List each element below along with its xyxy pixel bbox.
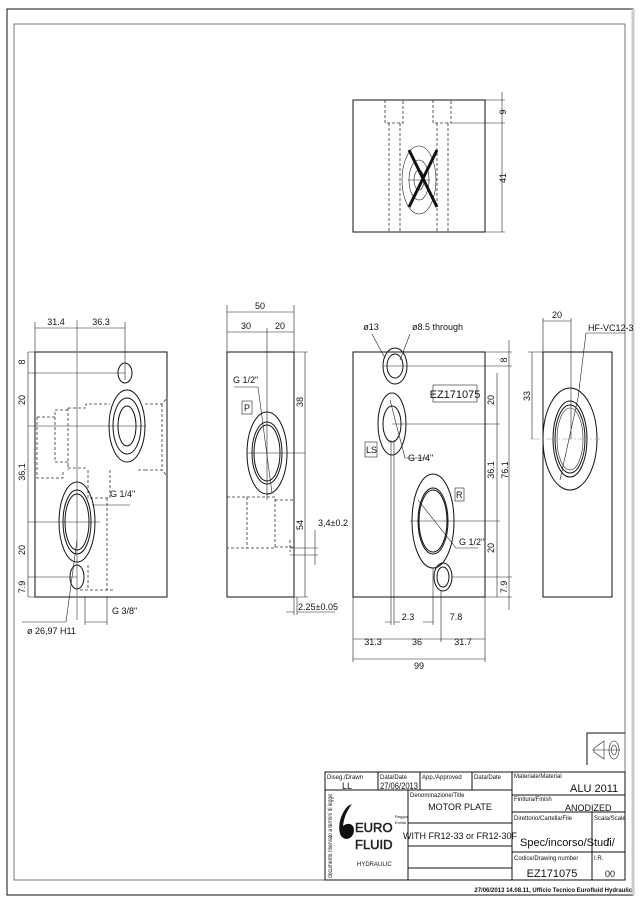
dim-7-9: 7.9	[499, 581, 509, 594]
label-diameter-8-5: ø8.5 through	[412, 322, 463, 332]
title-label: Denominazione/Title	[410, 793, 465, 799]
eurofluid-logo: EURO FLUID HYDRAULIC Reggio Emilia	[339, 804, 408, 868]
label-diameter-13: ø13	[363, 322, 379, 332]
top-view: 9 41	[352, 92, 508, 233]
projection-symbol-icon	[586, 732, 625, 765]
dim-30: 30	[241, 321, 251, 331]
front-view: EZ171075 ø13 ø8.5 through LS G 1/4" R G …	[352, 322, 512, 671]
dim-36-1: 36.1	[17, 463, 27, 481]
dim-2-25: 2.25±0.05	[298, 602, 338, 612]
dim-41: 41	[498, 173, 508, 183]
dim-50: 50	[255, 301, 265, 311]
date2-label: Data/Date	[474, 775, 502, 781]
dim-54: 54	[295, 520, 305, 530]
port-r-label: R	[456, 490, 463, 500]
drawn-label: Diseg./Drawn	[327, 775, 363, 781]
code-value: EZ171075	[527, 868, 578, 880]
logo-text-euro: EURO	[355, 820, 393, 835]
label-g-1-2: G 1/2"	[459, 537, 484, 547]
dim-7-9: 7.9	[17, 581, 27, 594]
date-label: Data/Date	[380, 775, 408, 781]
title-block: Diseg./Drawn LL Data/Date 27/06/2013 App…	[324, 771, 626, 881]
port-p-label: P	[244, 403, 250, 413]
dim-8: 8	[499, 357, 509, 362]
outer-frame	[6, 8, 634, 896]
port-ls-label: LS	[366, 445, 377, 455]
part-code-label: EZ171075	[430, 389, 481, 401]
approved-label: App./Approved	[422, 775, 462, 781]
dim-31-7: 31.7	[454, 637, 472, 647]
footer-timestamp: 27/06/2013 14.08.11, Ufficio Tecnico Eur…	[474, 888, 632, 894]
dim-20: 20	[486, 395, 496, 405]
date-value: 27/06/2013	[380, 781, 418, 791]
label-diameter-26-97: ø 26,97 H11	[27, 626, 76, 636]
file-value: Spec/incorso/Studi/	[520, 837, 616, 849]
finish-label: Finitura/Finish	[514, 797, 552, 803]
dim-20b: 20	[17, 545, 27, 555]
label-g-1-4: G 1/4"	[408, 453, 433, 463]
title-line2: WITH FR12-33 or FR12-30F	[403, 831, 518, 841]
dim-36-1: 36.1	[486, 461, 496, 479]
drawn-value: LL	[342, 781, 352, 791]
dim-31-4: 31.4	[47, 317, 65, 327]
file-label: Direttorio/Cartella/File	[514, 816, 573, 822]
label-hf-vc12-3: HF-VC12-3	[588, 323, 634, 333]
dim-36-3: 36.3	[92, 317, 110, 327]
dim-20: 20	[275, 321, 285, 331]
inner-frame	[13, 23, 626, 881]
side-view: 50 30 20 G 1/2" P 38 54 3,4±0.2 2.25±0.0…	[226, 301, 348, 615]
scale-label: Scala/Scale	[594, 816, 626, 822]
left-view: 31.4 36.3 8 20 36.1 20 7.9 G 1/4" G 3/8"…	[17, 317, 168, 636]
right-view: 20 33 HF-VC12-3	[522, 310, 634, 598]
material-label: Materiale/Material	[514, 774, 562, 780]
dim-3-4: 3,4±0.2	[318, 518, 348, 528]
dim-76-1: 76.1	[500, 461, 510, 479]
dim-33: 33	[522, 391, 532, 401]
dim-7-8: 7.8	[450, 612, 463, 622]
dim-36: 36	[412, 637, 422, 647]
label-g-1-4: G 1/4"	[110, 489, 135, 499]
dim-20b: 20	[486, 543, 496, 553]
dim-2-3: 2.3	[402, 612, 415, 622]
logo-city1: Reggio	[395, 814, 408, 819]
scale-value: /	[606, 837, 610, 849]
material-value: ALU 2011	[570, 783, 618, 795]
label-g-3-8: G 3/8"	[112, 606, 137, 616]
dim-20: 20	[17, 395, 27, 405]
dim-20: 20	[552, 310, 562, 320]
confidentiality-note: documento riservato a termini di legge	[328, 793, 334, 878]
dim-8: 8	[17, 359, 27, 364]
code-label: Codice/Drawing number	[514, 856, 578, 862]
logo-text-hydraulic: HYDRAULIC	[357, 862, 392, 868]
label-g-1-2: G 1/2"	[233, 375, 258, 385]
title-line1: MOTOR PLATE	[428, 802, 492, 812]
logo-text-fluid: FLUID	[355, 837, 393, 852]
dim-31-3: 31.3	[364, 637, 382, 647]
dim-38: 38	[295, 397, 305, 407]
dim-99: 99	[414, 661, 424, 671]
finish-value: ANODIZED	[565, 803, 612, 813]
rev-label: I.R.	[594, 856, 604, 862]
logo-city2: Emilia	[395, 820, 407, 825]
dim-9: 9	[498, 109, 508, 114]
rev-value: 00	[605, 869, 615, 879]
